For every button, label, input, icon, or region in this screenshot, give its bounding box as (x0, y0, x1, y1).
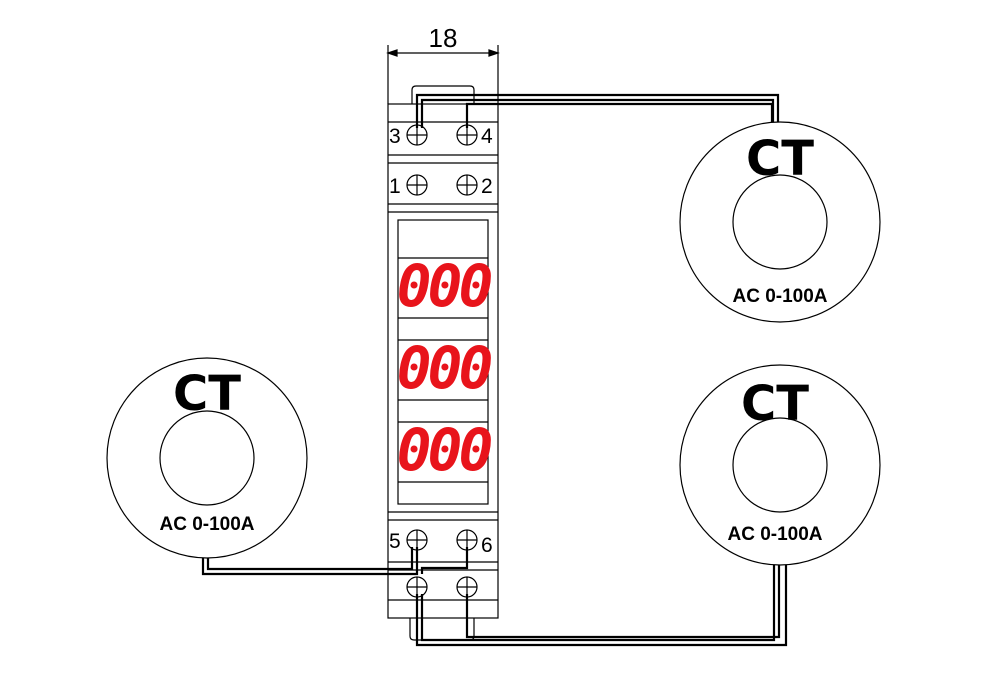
current-transformer-left (106, 357, 308, 559)
terminal-screw-1 (406, 174, 428, 196)
terminal-label-5: 5 (389, 530, 401, 553)
ct-title-right-bottom: CT (741, 376, 809, 432)
terminal-label-2: 2 (481, 175, 493, 198)
ct-title-right-top: CT (746, 131, 814, 187)
terminal-label-6: 6 (481, 534, 493, 557)
ct-title-left: CT (173, 366, 241, 422)
display-readout-1: 000 (397, 252, 492, 320)
terminal-screw-2 (456, 174, 478, 196)
ct-rating-right-bottom: AC 0-100A (727, 524, 822, 545)
ct-rating-left: AC 0-100A (159, 514, 254, 535)
ct-rating-right-top: AC 0-100A (732, 286, 827, 307)
current-transformer-right-top (679, 121, 881, 323)
terminal-label-1: 1 (389, 175, 401, 198)
display-readout-3: 000 (397, 416, 492, 484)
wire-bottom (415, 562, 788, 647)
meter-module (387, 85, 499, 641)
terminal-label-4: 4 (481, 125, 493, 148)
display-readout-2: 000 (397, 334, 492, 402)
width-dimension-label: 18 (429, 23, 458, 53)
wire-top (415, 93, 780, 138)
terminal-screw-4 (456, 124, 478, 146)
current-transformer-right-bottom (679, 364, 881, 566)
terminal-label-3: 3 (389, 125, 401, 148)
